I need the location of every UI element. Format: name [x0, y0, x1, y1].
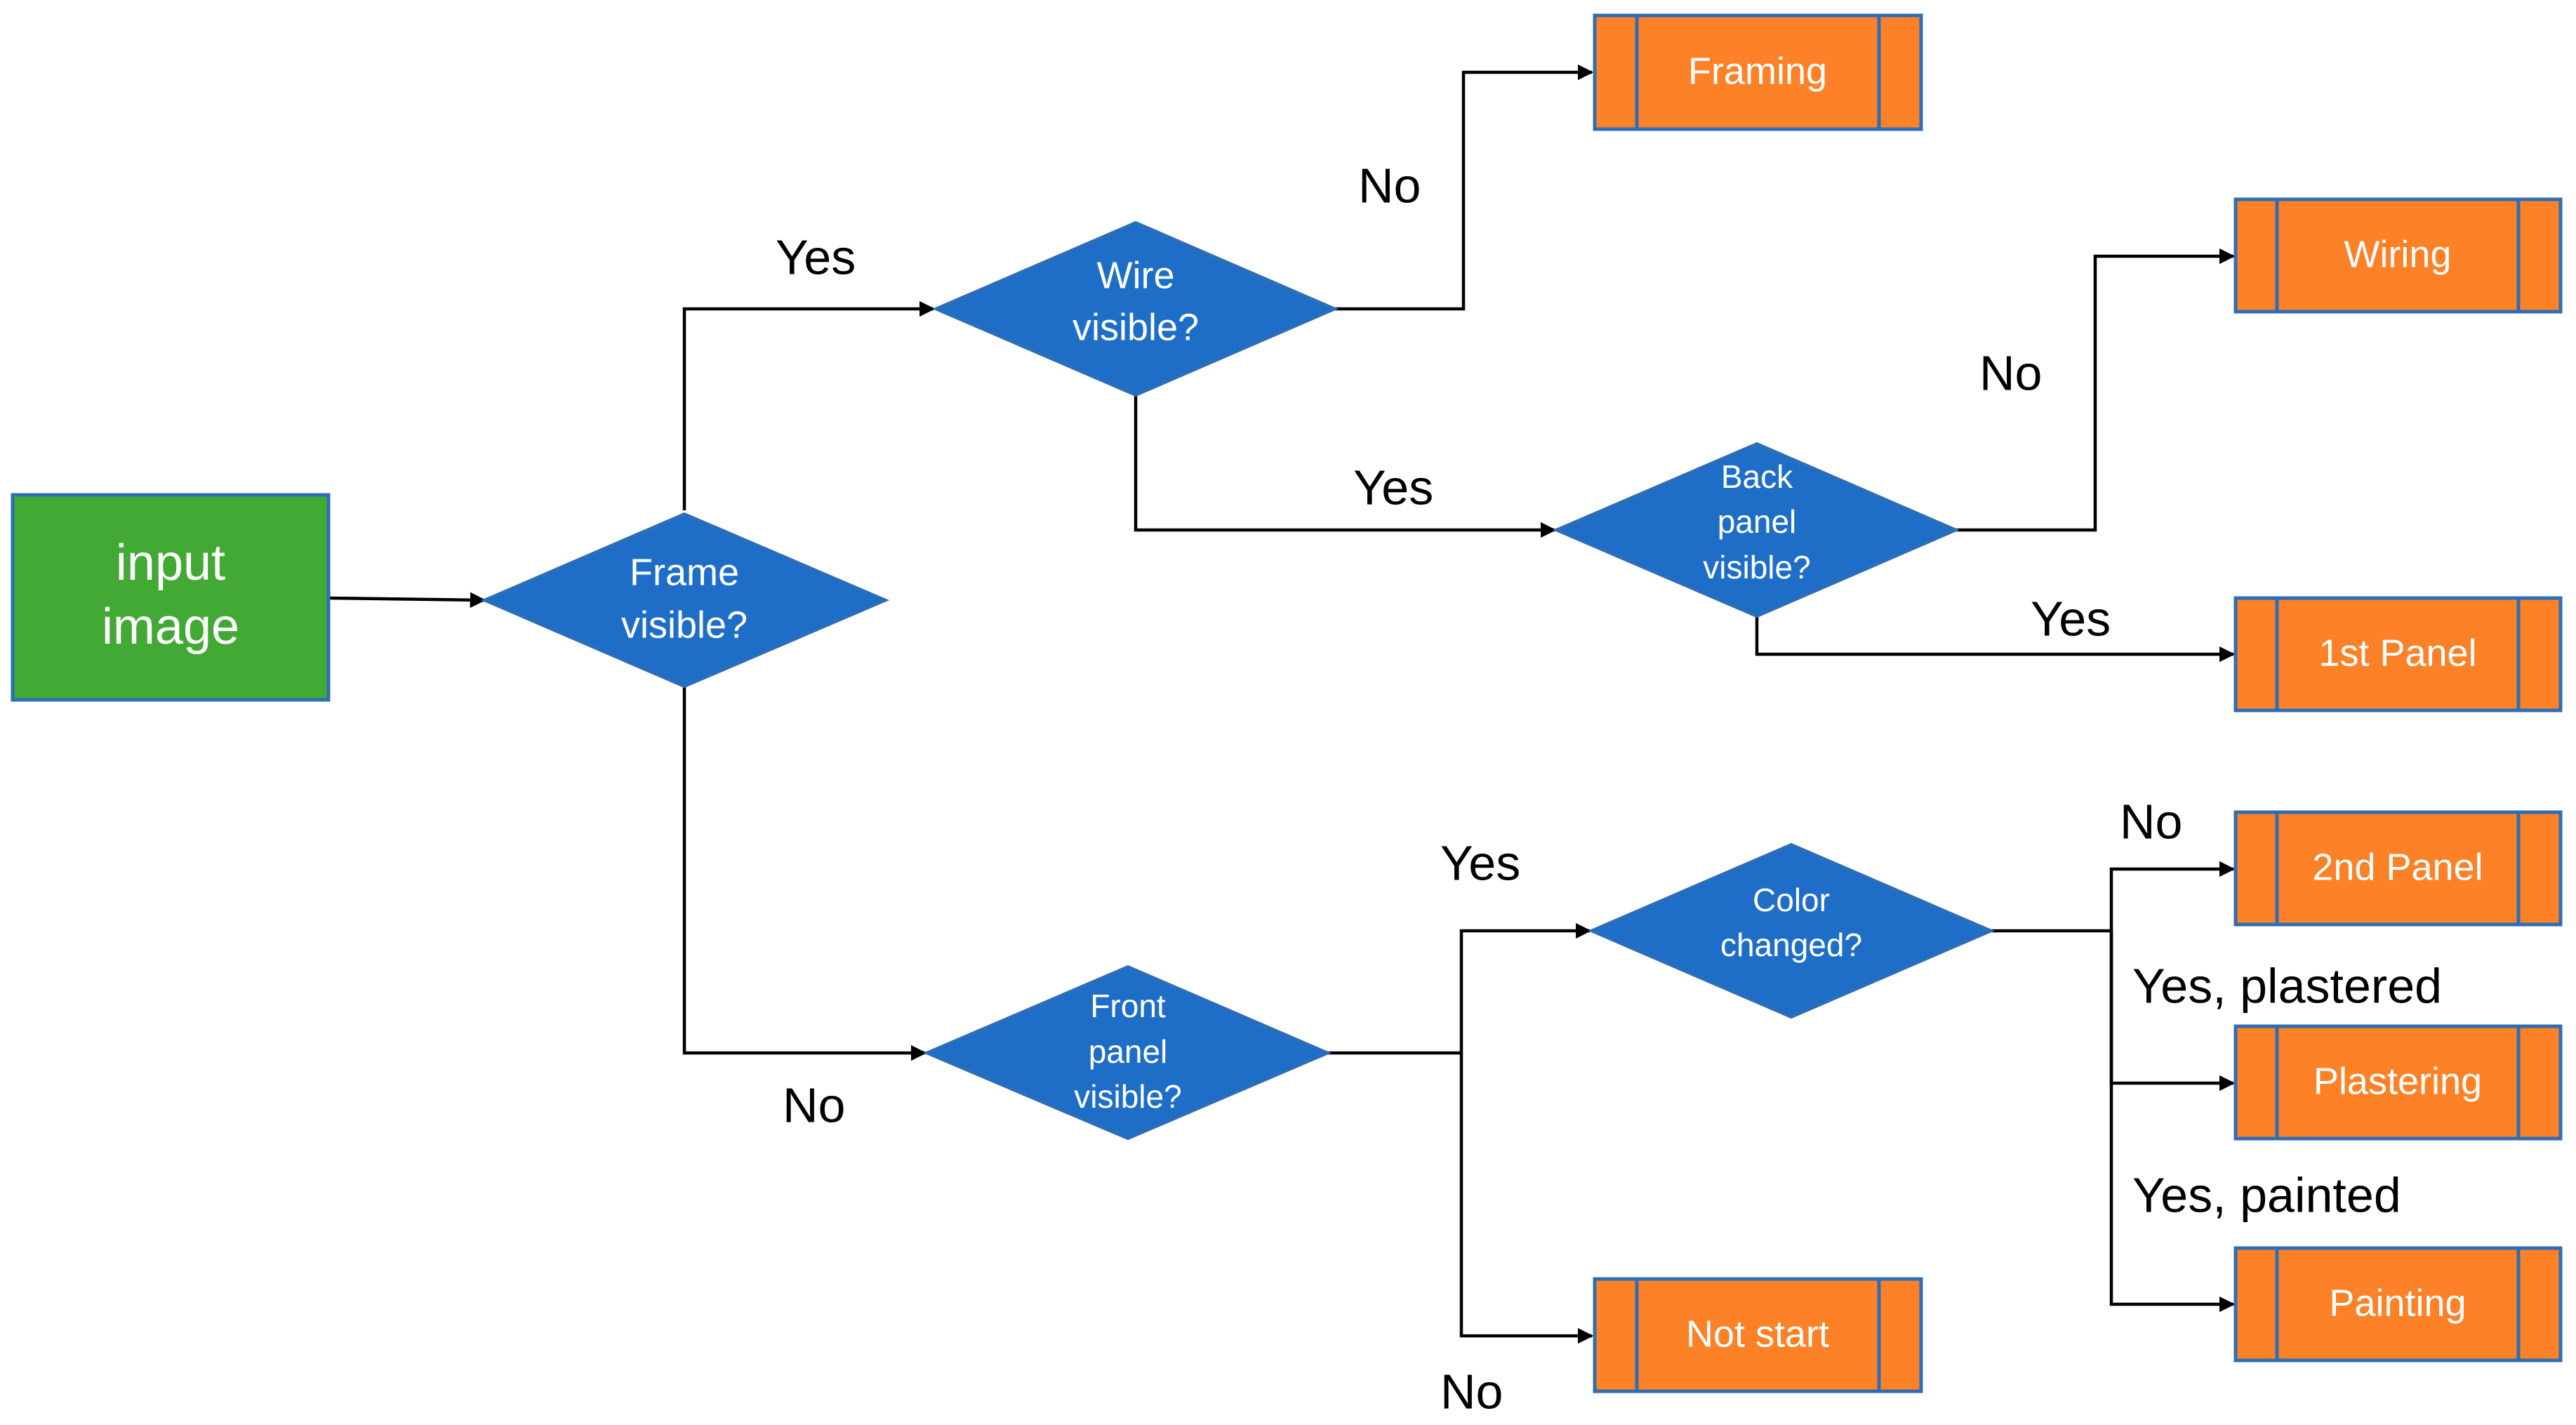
- decision-color-line1: Color: [1753, 882, 1830, 918]
- label-color-painted: Yes, painted: [2132, 1167, 2401, 1222]
- decision-back-line1: Back: [1721, 458, 1793, 495]
- label-wire-yes: Yes: [1353, 460, 1433, 515]
- edge-wire-no: [1334, 64, 1594, 311]
- decision-front-line3: visible?: [1074, 1078, 1181, 1115]
- label-front-no: No: [1440, 1364, 1503, 1419]
- outcome-framing: Framing: [1593, 13, 1923, 131]
- outcome-painting: Painting: [2233, 1246, 2563, 1363]
- edge-back-yes: [1755, 616, 2236, 663]
- label-front-yes: Yes: [1440, 835, 1520, 890]
- decision-wire-line2: visible?: [1073, 306, 1199, 348]
- label-wire-no: No: [1358, 158, 1421, 213]
- edge-labels: Yes No No Yes No Yes Yes No No Yes, plas…: [776, 158, 2442, 1419]
- start-node-input-image: input image: [11, 493, 331, 702]
- edge-input-to-frame: [329, 592, 486, 608]
- outcome-second-panel: 2nd Panel: [2233, 810, 2563, 927]
- outcome-wiring: Wiring: [2233, 197, 2563, 314]
- edge-wire-yes: [1134, 395, 1557, 538]
- decision-back-panel-visible: Back panel visible?: [1552, 442, 1960, 618]
- start-node-line1: input: [116, 535, 225, 591]
- label-back-no: No: [1979, 345, 2042, 400]
- label-frame-no: No: [783, 1078, 845, 1132]
- edge-frame-no: [682, 687, 927, 1061]
- outcome-framing-label: Framing: [1688, 50, 1827, 92]
- edge-front-yes: [1459, 922, 1592, 1053]
- edge-front-no: [1459, 1053, 1594, 1344]
- decision-front-line1: Front: [1090, 988, 1166, 1024]
- decision-front-panel-visible: Front panel visible?: [922, 965, 1332, 1141]
- decision-front-line2: panel: [1089, 1033, 1168, 1070]
- edge-frame-yes: [682, 300, 936, 510]
- decision-wire-line1: Wire: [1097, 254, 1175, 296]
- outcome-first-panel: 1st Panel: [2233, 596, 2563, 712]
- decision-back-line2: panel: [1718, 503, 1797, 540]
- outcome-not-start: Not start: [1593, 1277, 1923, 1393]
- label-color-no: No: [2120, 794, 2182, 849]
- decision-color-changed: Color changed?: [1587, 842, 1996, 1019]
- label-frame-yes: Yes: [776, 230, 856, 284]
- outcome-plastering: Plastering: [2233, 1024, 2563, 1141]
- label-back-yes: Yes: [2031, 591, 2111, 646]
- edge-back-no: [1956, 248, 2236, 532]
- edges: [329, 64, 2236, 1344]
- edge-color-painted: [2109, 931, 2236, 1313]
- decision-frame-line1: Frame: [630, 551, 739, 593]
- outcome-not-start-label: Not start: [1686, 1313, 1829, 1355]
- decision-wire-visible: Wire visible?: [931, 220, 1339, 397]
- decision-frame-line2: visible?: [621, 604, 748, 646]
- decision-color-line2: changed?: [1720, 927, 1862, 963]
- label-color-plastered: Yes, plastered: [2132, 958, 2442, 1013]
- decision-back-line3: visible?: [1703, 549, 1810, 585]
- outcome-plastering-label: Plastering: [2313, 1060, 2482, 1102]
- edge-color-no: [2109, 861, 2236, 931]
- decision-frame-visible: Frame visible?: [480, 512, 890, 689]
- outcome-first-panel-label: 1st Panel: [2318, 632, 2476, 674]
- outcome-wiring-label: Wiring: [2344, 233, 2451, 275]
- outcome-painting-label: Painting: [2329, 1282, 2466, 1324]
- start-node-line2: image: [102, 599, 239, 655]
- outcome-second-panel-label: 2nd Panel: [2312, 846, 2483, 888]
